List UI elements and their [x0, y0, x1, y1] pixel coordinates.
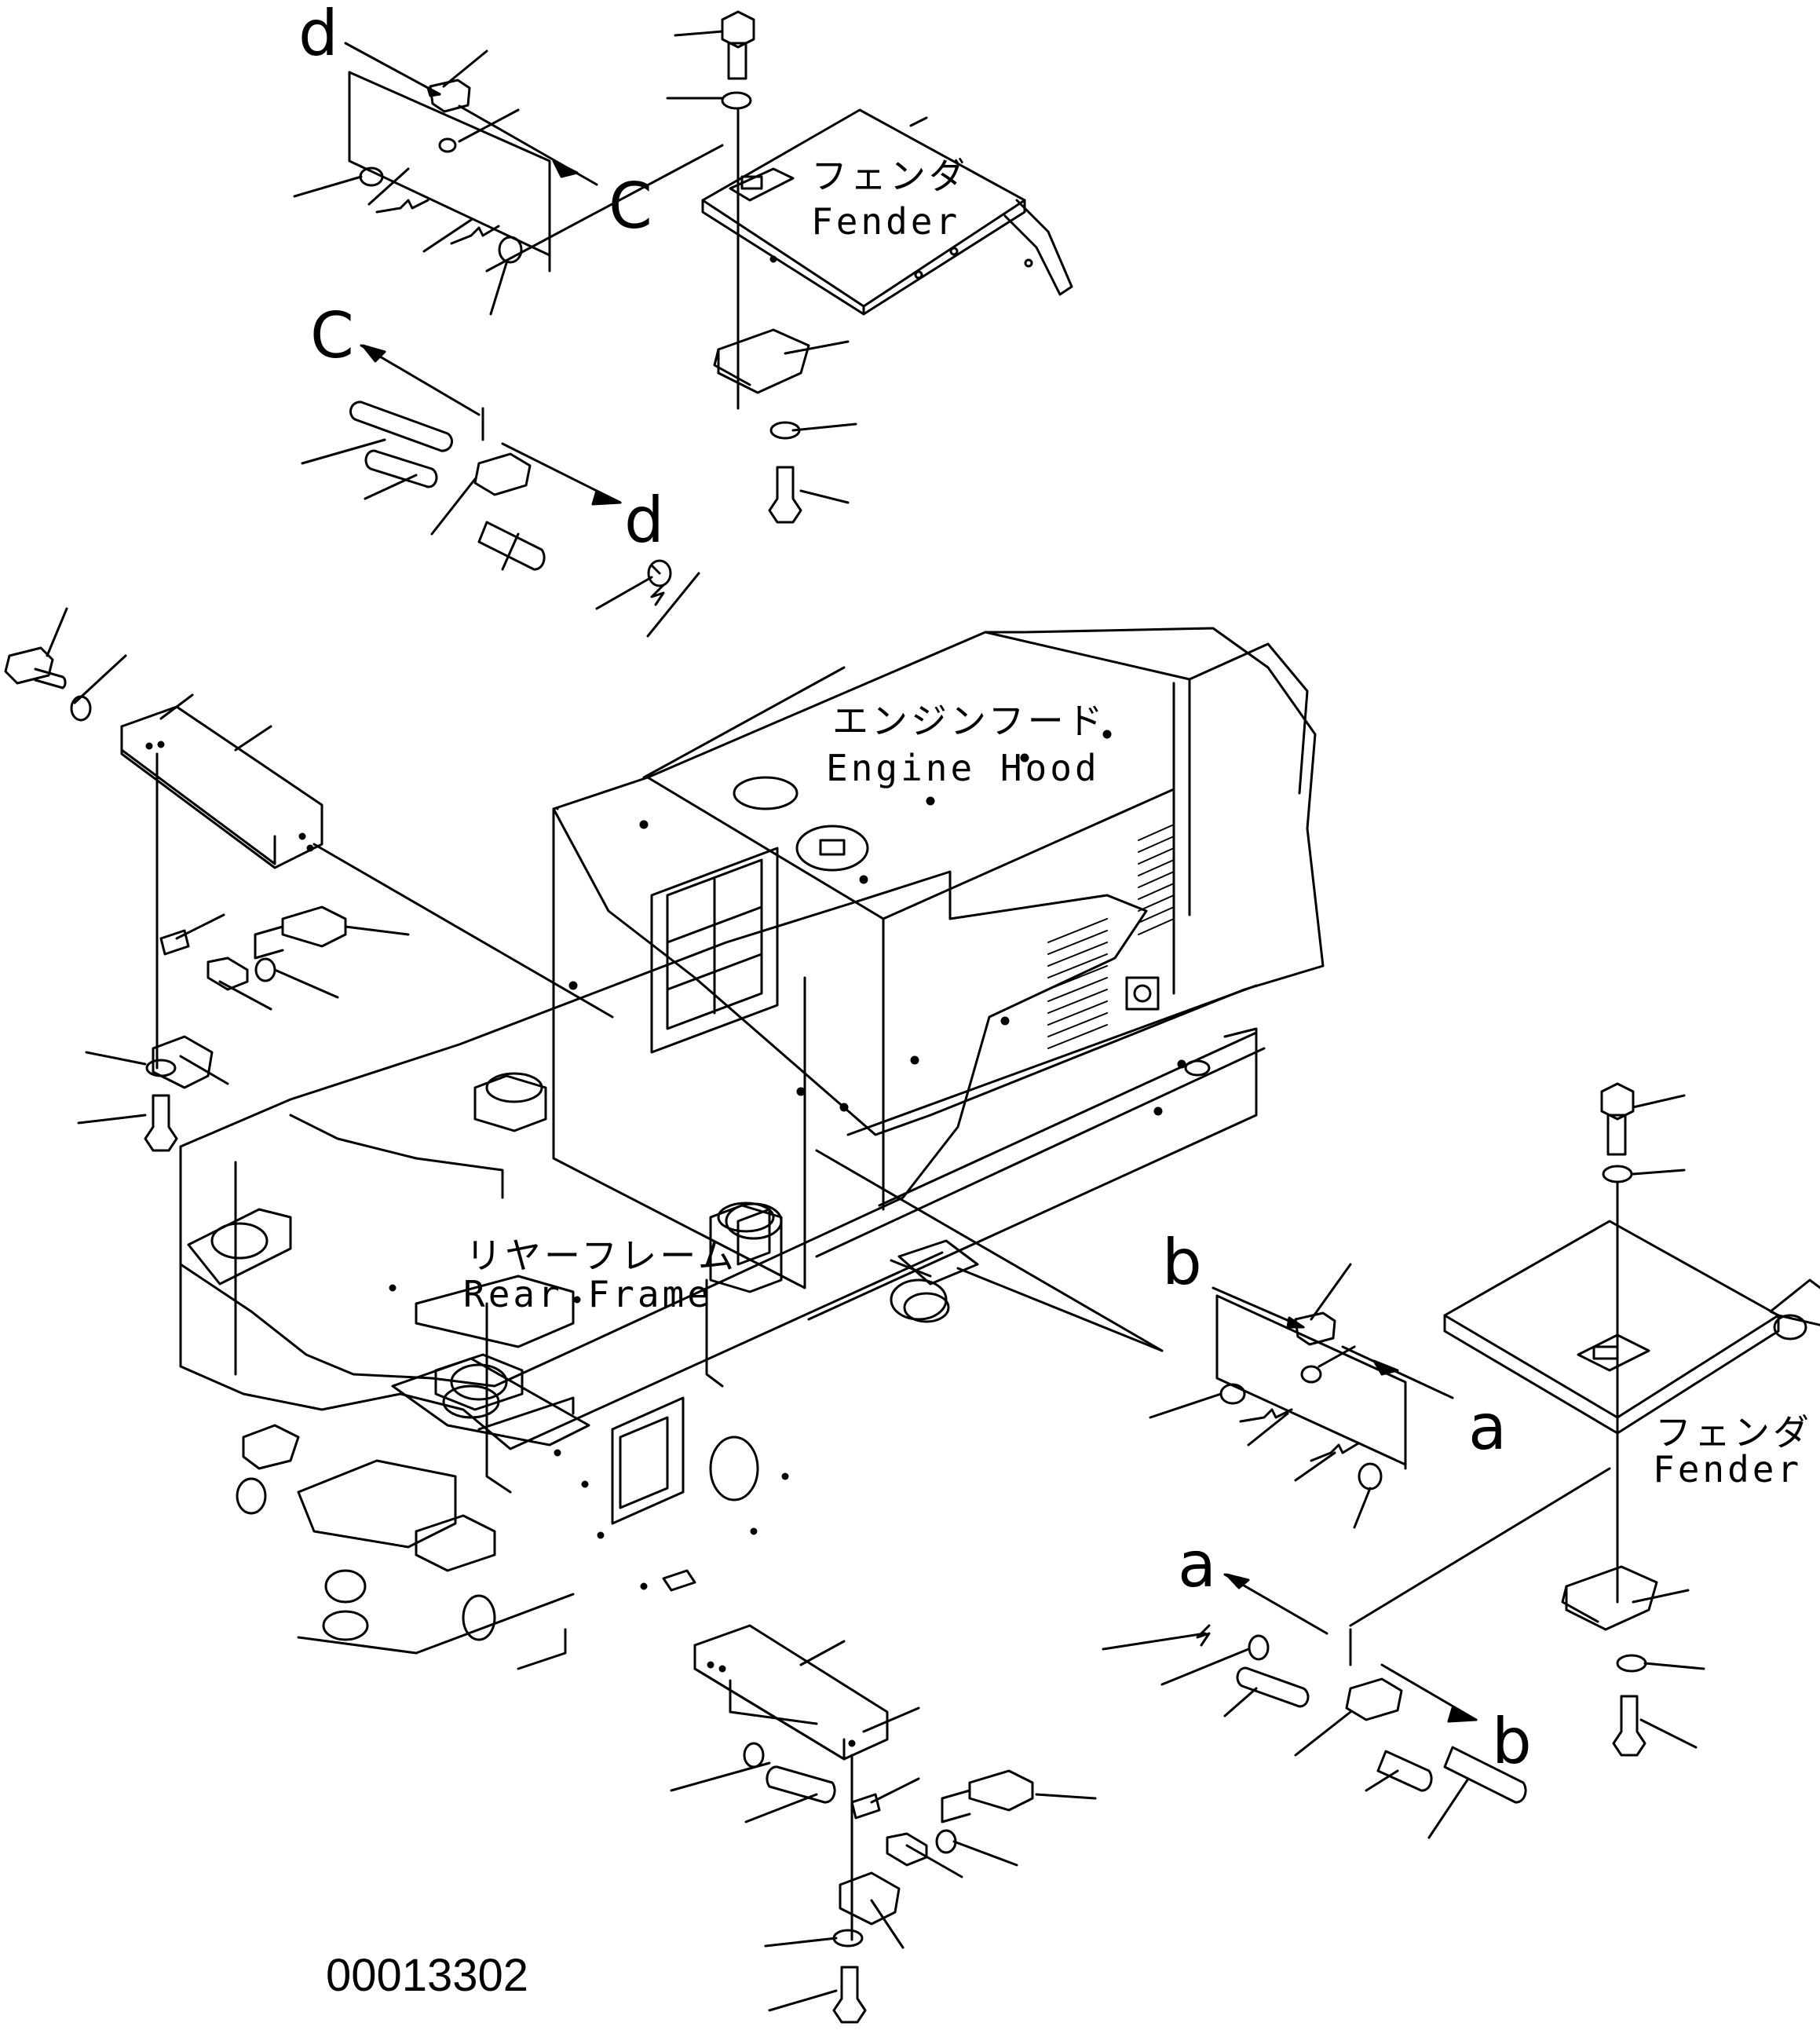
ref-letter-b-right: b	[1162, 1226, 1202, 1299]
ref-letter-d-top: d	[298, 0, 338, 70]
engine-hood-label-jp: エンジンフード	[832, 700, 1106, 742]
ref-letter-a-right: a	[1468, 1391, 1507, 1464]
fender-right	[1349, 1082, 1820, 1757]
detail-view-cd-mid	[301, 344, 700, 638]
engine-hood-label-en: Engine Hood	[826, 747, 1100, 789]
fender-top	[666, 10, 1073, 524]
fender-top-label-jp: フェンダ	[811, 155, 968, 197]
ref-letter-c-mid: C	[310, 299, 354, 372]
fender-right-label-en: Fender	[1653, 1448, 1802, 1490]
detail-view-cd-top	[293, 42, 724, 316]
bracket-assembly-left	[4, 607, 614, 1152]
ref-letter-a-lower: a	[1178, 1528, 1216, 1601]
ref-letter-c-top: C	[608, 170, 652, 243]
ref-letter-d-mid: d	[624, 484, 664, 557]
bracket-assembly-lower	[670, 1624, 1097, 2024]
detail-view-ab-right	[1149, 1263, 1454, 1529]
rear-frame-label-en: Rear Frame	[463, 1273, 712, 1315]
rear-frame	[179, 870, 1258, 1670]
rear-frame-label-jp: リヤーフレーム	[466, 1234, 737, 1277]
detail-view-ab-lower	[1102, 1573, 1527, 1839]
fender-top-label-en: Fender	[811, 200, 960, 243]
fender-right-label-jp: フェンダ	[1655, 1411, 1812, 1454]
ref-letter-b-lower: b	[1492, 1705, 1532, 1778]
figure-number: 00013302	[326, 1950, 528, 2001]
